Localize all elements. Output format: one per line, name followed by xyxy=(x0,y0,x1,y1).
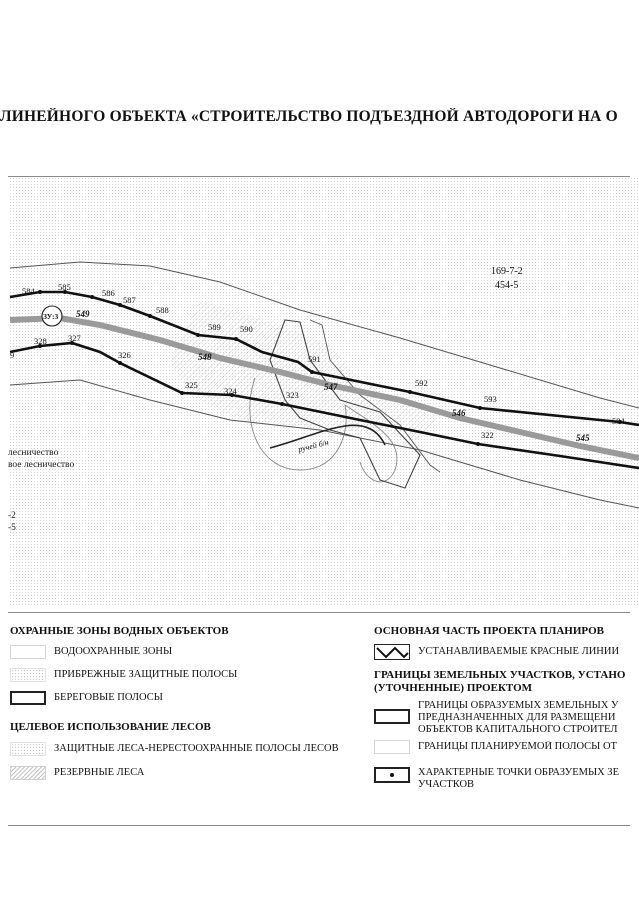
right-of-way-boundary-upper xyxy=(9,261,639,409)
point-label-593: 593 xyxy=(484,394,497,404)
coastal-protection-strip-swatch xyxy=(10,668,46,682)
picket-label-549: 549 xyxy=(76,309,90,319)
point-label-584: 584 xyxy=(22,286,36,296)
coastal-strip-inner xyxy=(309,319,441,473)
legend-coastal-protection-strip: ПРИБРЕЖНЫЕ ЗАЩИТНЫЕ ПОЛОСЫ xyxy=(54,669,238,680)
shore-strip-swatch xyxy=(10,691,46,705)
stream-channel xyxy=(269,424,386,449)
forestry-label-1: лесничество xyxy=(8,448,59,458)
picket-label-546: 546 xyxy=(452,408,466,418)
protective-forest-swatch xyxy=(10,742,46,756)
lower-boundary-points xyxy=(38,341,480,446)
formed-plots-swatch xyxy=(374,709,410,724)
parcel-fragment-2: -5 xyxy=(8,523,16,533)
legend-bottom-divider xyxy=(8,825,630,826)
legend-shore-strip: БЕРЕГОВЫЕ ПОЛОСЫ xyxy=(54,692,163,703)
zone-marker-circle xyxy=(41,305,63,327)
coastal-strip-outline xyxy=(269,319,421,489)
point-label-586: 586 xyxy=(102,288,115,298)
road-centerline xyxy=(9,314,639,461)
legend-red-lines: УСТАНАВЛИВАЕМЫЕ КРАСНЫЕ ЛИНИИ xyxy=(418,646,620,657)
legend-characteristic-points-1: ХАРАКТЕРНЫЕ ТОЧКИ ОБРАЗУЕМЫХ ЗЕ xyxy=(418,767,619,778)
left-edge-point-label: 9 xyxy=(10,350,14,360)
characteristic-points-swatch xyxy=(374,767,410,783)
site-plan-map: 584 585 586 587 588 589 590 591 592 593 … xyxy=(8,178,639,605)
picket-label-547: 547 xyxy=(324,382,338,392)
point-label-594: 594 xyxy=(612,416,626,426)
map-bottom-divider xyxy=(8,612,630,613)
legend-land-plots-title-2: (УТОЧНЕННЫЕ) ПРОЕКТОМ xyxy=(374,682,533,694)
point-label-588: 588 xyxy=(156,305,169,315)
point-label-328: 328 xyxy=(34,336,47,346)
legend-planned-strip: ГРАНИЦЫ ПЛАНИРУЕМОЙ ПОЛОСЫ ОТ xyxy=(418,741,617,752)
point-label-587: 587 xyxy=(123,295,136,305)
parcel-label-top: 169-7-2 xyxy=(491,266,523,277)
point-label-323: 323 xyxy=(286,390,299,400)
drawing-title: ЛИНЕЙНОГО ОБЪЕКТА «СТРОИТЕЛЬСТВО ПОДЪЕЗД… xyxy=(0,108,618,125)
point-label-324: 324 xyxy=(224,386,238,396)
legend-characteristic-points-2: УЧАСТКОВ xyxy=(418,779,475,790)
point-label-590: 590 xyxy=(240,324,253,334)
point-label-325: 325 xyxy=(185,380,198,390)
legend-reserve-forest: РЕЗЕРВНЫЕ ЛЕСА xyxy=(54,767,145,778)
point-label-589: 589 xyxy=(208,322,221,332)
legend-water-zones-title: ОХРАННЫЕ ЗОНЫ ВОДНЫХ ОБЪЕКТОВ xyxy=(10,625,229,637)
legend-protective-forest: ЗАЩИТНЫЕ ЛЕСА-НЕРЕСТООХРАННЫЕ ПОЛОСЫ ЛЕС… xyxy=(54,743,339,754)
legend-formed-plots-2: ПРЕДНАЗНАЧЕННЫХ ДЛЯ РАЗМЕЩЕНИ xyxy=(418,712,616,723)
right-of-way-boundary-lower xyxy=(9,379,639,509)
point-label-585: 585 xyxy=(58,282,71,292)
point-label-322: 322 xyxy=(481,430,494,440)
red-lines-swatch xyxy=(374,644,410,660)
picket-label-548: 548 xyxy=(198,352,212,362)
legend-water-protection-zone: ВОДООХРАННЫЕ ЗОНЫ xyxy=(54,646,173,657)
legend-forest-use-title: ЦЕЛЕВОЕ ИСПОЛЬЗОВАНИЕ ЛЕСОВ xyxy=(10,721,211,733)
reserve-forest-swatch xyxy=(10,766,46,780)
legend-formed-plots-1: ГРАНИЦЫ ОБРАЗУЕМЫХ ЗЕМЕЛЬНЫХ У xyxy=(418,700,619,711)
title-divider xyxy=(8,176,630,177)
parcel-fragment-1: -2 xyxy=(8,511,16,521)
legend-planning-title: ОСНОВНАЯ ЧАСТЬ ПРОЕКТА ПЛАНИРОВ xyxy=(374,625,604,637)
point-label-591: 591 xyxy=(308,354,321,364)
point-label-326: 326 xyxy=(118,350,131,360)
legend-formed-plots-3: ОБЪЕКТОВ КАПИТАЛЬНОГО СТРОИТЕЛ xyxy=(418,724,618,735)
legend-land-plots-title-1: ГРАНИЦЫ ЗЕМЕЛЬНЫХ УЧАСТКОВ, УСТАНО xyxy=(374,669,626,681)
water-protection-zone-swatch xyxy=(10,645,46,659)
upper-boundary-points xyxy=(38,290,622,424)
hatched-slope-area xyxy=(170,300,440,440)
water-protection-zone-outline xyxy=(249,377,398,483)
forestry-label-2: вое лесничество xyxy=(8,460,74,470)
picket-label-545: 545 xyxy=(576,433,590,443)
parcel-label-bottom: 454-5 xyxy=(495,280,518,291)
planned-strip-swatch xyxy=(374,740,410,754)
point-label-327: 327 xyxy=(68,333,81,343)
point-label-592: 592 xyxy=(415,378,428,388)
zone-label: ЗУ:3 xyxy=(43,312,58,321)
